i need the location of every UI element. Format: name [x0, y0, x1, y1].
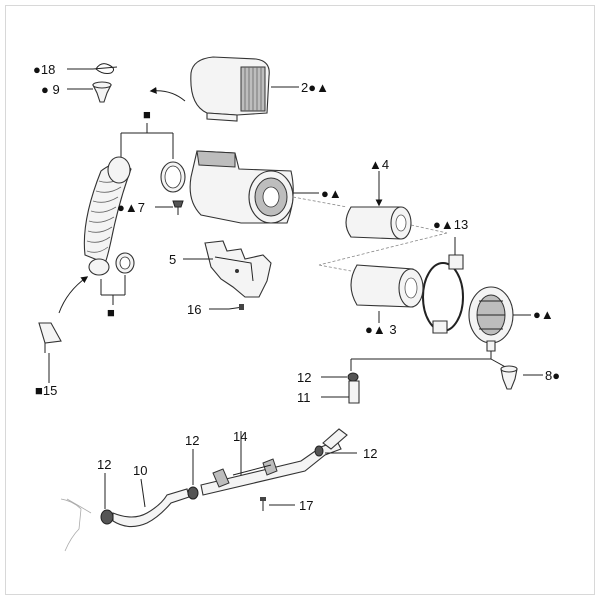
part-3-main-filter [350, 264, 424, 323]
label-part-11: 11 [297, 390, 311, 405]
part-13-clamp-band [422, 237, 464, 334]
diagram-canvas: ●18 ● 9 2●▲ ■ ▲4 ●▲ ●▲7 ●▲13 5 16 ■ ●▲ 3… [33, 56, 560, 552]
part-15-arrow [58, 276, 89, 314]
label-part-9: ● 9 [41, 82, 60, 97]
label-part-4: ▲4 [369, 157, 389, 172]
hose-clamp-ring-top [160, 161, 186, 193]
filter-housing-cover [468, 286, 531, 352]
label-part-13: ●▲13 [433, 217, 468, 232]
part-2-intake-head [149, 56, 270, 122]
label-part-7: ●▲7 [117, 200, 145, 215]
part-4-inner-filter [345, 171, 412, 240]
label-cover: ●▲ [533, 307, 554, 322]
exploded-parts-diagram: ●18 ● 9 2●▲ ■ ▲4 ●▲ ●▲7 ●▲13 5 16 ■ ●▲ 3… [5, 5, 595, 595]
vehicle-frame-outline [60, 498, 92, 552]
label-part-2: 2●▲ [301, 80, 329, 95]
leader-lines [48, 68, 543, 509]
label-part-12-right: 12 [363, 446, 377, 461]
part-18-clip [92, 63, 118, 74]
label-part-14: 14 [233, 429, 247, 444]
flexible-intake-hose [83, 156, 132, 276]
part-11-hose-end [348, 380, 360, 404]
label-part-18: ●18 [33, 62, 55, 77]
label-part-16: 16 [187, 302, 201, 317]
callout-labels: ●18 ● 9 2●▲ ■ ▲4 ●▲ ●▲7 ●▲13 5 16 ■ ●▲ 3… [33, 62, 560, 513]
alignment-lines [292, 196, 448, 272]
part-5-mounting-bracket [204, 240, 272, 298]
part-9-plug [92, 81, 112, 103]
hose-clamp-ring-bottom [115, 252, 135, 274]
label-part-17: 17 [299, 498, 313, 513]
hose-group-bracket [120, 123, 174, 159]
part-17-bolt [260, 497, 266, 511]
label-part-12-left: 12 [97, 457, 111, 472]
label-part-8: 8● [545, 368, 560, 383]
label-square-bottom: ■ [107, 305, 115, 320]
label-part-5: 5 [169, 252, 176, 267]
drain-connection-lines [350, 351, 510, 371]
label-square-top: ■ [143, 107, 151, 122]
part-10-drain-hose [100, 486, 199, 528]
part-11-lower-hose [314, 428, 348, 457]
label-part-12-mid: 12 [185, 433, 199, 448]
hose-lower-bracket [100, 275, 126, 305]
label-part-3: ●▲ 3 [365, 322, 397, 337]
part-7-screw [172, 200, 184, 215]
part-14-pipe-assembly [200, 431, 342, 496]
part-8-valve [500, 365, 518, 390]
part-16-bolt [228, 304, 244, 310]
part-15-seal [38, 322, 62, 353]
label-part-12-upper: 12 [297, 370, 311, 385]
label-housing: ●▲ [321, 186, 342, 201]
label-part-15: ■15 [35, 383, 57, 398]
part-12-clamp-upper [347, 372, 359, 382]
air-filter-housing [189, 150, 294, 224]
label-part-10: 10 [133, 463, 147, 478]
